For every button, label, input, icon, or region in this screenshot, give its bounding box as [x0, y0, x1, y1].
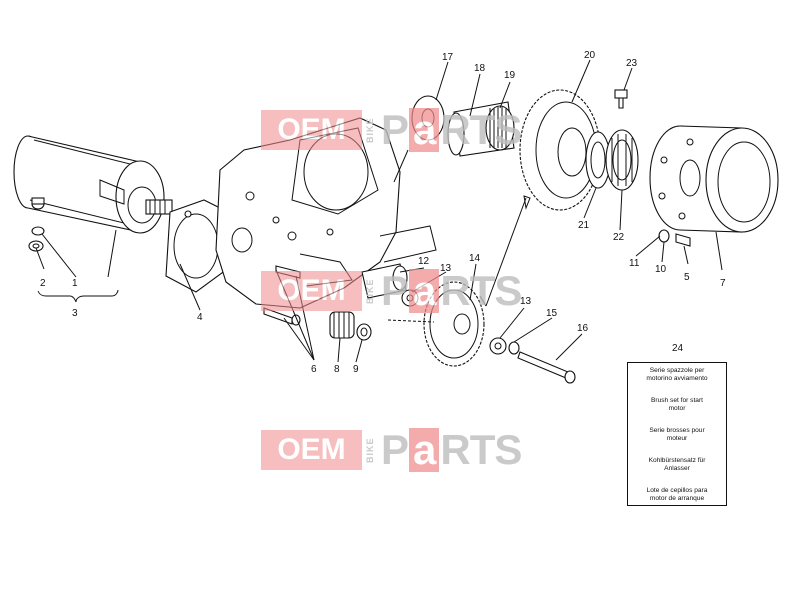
idler-pinion	[329, 311, 372, 341]
callout-13-lower: 13	[520, 296, 532, 307]
starter-motor	[13, 135, 173, 234]
callout-16: 16	[577, 323, 589, 334]
callout-20: 20	[584, 50, 596, 61]
legend-french: Serie brosses pour moteur	[630, 427, 724, 443]
callout-9: 9	[353, 364, 359, 375]
callout-1: 1	[72, 278, 78, 289]
callout-7: 7	[720, 278, 726, 289]
callout-15: 15	[546, 308, 558, 319]
callout-4: 4	[197, 312, 203, 323]
watermark-bike: BIKE	[365, 278, 375, 304]
watermark-oem: OEM	[261, 271, 362, 311]
legend-text: Lote de cepillos para	[646, 487, 708, 494]
legend-italian: Serie spazzole per motorino avviamento	[630, 367, 724, 383]
callout-6: 6	[311, 364, 317, 375]
callout-21: 21	[578, 220, 590, 231]
callout-22: 22	[613, 232, 625, 243]
legend-text: Serie brosses pour	[649, 427, 705, 434]
watermark-bike: BIKE	[365, 117, 375, 143]
gear-bolt-assembly	[489, 337, 576, 384]
watermark-bike: BIKE	[365, 437, 375, 463]
legend-text: motor	[668, 405, 686, 412]
watermark-oem: OEM	[261, 430, 362, 470]
freewheel-bearing	[585, 129, 639, 191]
legend-text: Serie spazzole per	[649, 367, 705, 374]
callout-8: 8	[334, 364, 340, 375]
callout-13-upper: 13	[440, 263, 452, 274]
legend-text: moteur	[666, 435, 688, 442]
callout-3: 3	[72, 308, 78, 319]
legend-text: motor de arranque	[649, 495, 705, 502]
callout-12: 12	[418, 256, 430, 267]
callout-14: 14	[469, 253, 481, 264]
legend-text: Anlasser	[664, 465, 690, 472]
callout-18: 18	[474, 63, 486, 74]
legend-german: Kohlbürstensatz für Anlasser	[630, 457, 724, 473]
callout-10: 10	[655, 264, 667, 275]
legend-text: Brush set for start	[650, 397, 704, 404]
legend-text: Kohlbürstensatz für	[648, 457, 706, 464]
freewheel-housing	[649, 125, 779, 233]
watermark-oem: OEM	[261, 110, 362, 150]
callout-11: 11	[629, 258, 640, 269]
callout-2: 2	[40, 278, 46, 289]
callout-labels: 1 2 3 4 5 6 7 8 9 10 11 12 13 13 14 15 1…	[40, 50, 726, 375]
callout-23: 23	[626, 58, 638, 69]
nut-and-washer	[28, 197, 45, 252]
legend-english: Brush set for start motor	[630, 397, 724, 413]
legend-text: motorino avviamento	[646, 375, 708, 382]
callout-19: 19	[504, 70, 516, 81]
callout-5: 5	[684, 272, 690, 283]
brush-set-legend: Serie spazzole per motorino avviamento B…	[627, 362, 727, 506]
legend-spanish: Lote de cepillos para motor de arranque	[630, 487, 724, 503]
sleeve-and-needle-bearing	[447, 101, 515, 157]
legend-item-number: 24	[672, 343, 684, 354]
callout-17: 17	[442, 52, 454, 63]
